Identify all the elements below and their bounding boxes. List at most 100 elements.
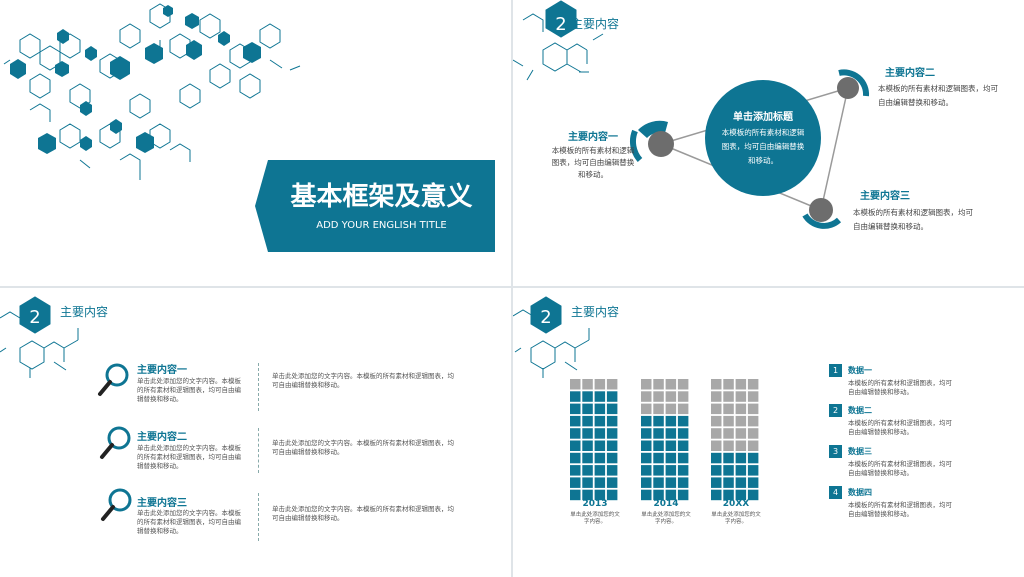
- waffle-cell-2013: [606, 452, 618, 464]
- waffle-cell-2014: [677, 379, 689, 390]
- waffle-cell-2014: [677, 403, 689, 415]
- title-banner-shape: [255, 160, 495, 252]
- row2-divider: [258, 428, 259, 473]
- waffle-cell-20XX: [747, 415, 759, 427]
- number-badge: 1: [829, 364, 842, 377]
- waffle-cell-20XX: [711, 440, 722, 451]
- waffle-cell-2014: [641, 428, 652, 439]
- waffle-cell-2013: [606, 440, 618, 451]
- waffle-cell-2014: [641, 379, 652, 390]
- slide-title-text: 基本框架及意义: [290, 182, 473, 212]
- waffle-cell-20XX: [711, 489, 722, 501]
- waffle-cell-20XX: [735, 415, 747, 427]
- waffle-cell-2013: [582, 465, 593, 476]
- waffle-cell-2013: [570, 415, 581, 427]
- slide-title[interactable]: 基本框架及意义 ADD YOUR ENGLISH TITLE: [0, 0, 511, 286]
- waffle-cell-2013: [594, 379, 606, 390]
- waffle-cell-2013: [570, 465, 581, 476]
- waffle-cell-20XX: [747, 403, 759, 415]
- waffle-cell-2013: [594, 428, 606, 439]
- section-title: 主要内容: [571, 17, 620, 31]
- waffle-cell-20XX: [711, 477, 722, 488]
- row2-text: 单击此处添加您的文字内容。本模板的所有素材和逻辑图表，均可自由编辑替换和移动。: [137, 444, 241, 470]
- triangle-connector-diagram: [629, 69, 870, 229]
- waffle-cell-2014: [653, 428, 664, 439]
- waffle-cell-20XX: [735, 440, 747, 451]
- waffle-cell-2014: [665, 489, 677, 501]
- waffle-cell-20XX: [723, 477, 734, 488]
- waffle-cell-2014: [665, 428, 677, 439]
- waffle-cell-20XX: [747, 477, 759, 488]
- waffle-cell-20XX: [723, 489, 734, 501]
- waffle-cell-2014: [641, 415, 652, 427]
- waffle-cell-2014: [653, 477, 664, 488]
- waffle-cell-2014: [641, 489, 652, 501]
- waffle-cell-2014: [665, 403, 677, 415]
- data-item-text: 本模板的所有素材和逻辑图表，均可自由编辑替换和移动。: [848, 460, 952, 477]
- waffle-cell-2014: [653, 379, 664, 390]
- center-circle-text: 本模板的所有素材和逻辑图表，均可自由编辑替换和移动。: [721, 128, 805, 165]
- waffle-cell-2014: [653, 391, 664, 402]
- waffle-cell-2013: [594, 391, 606, 402]
- waffle-cell-2013: [594, 415, 606, 427]
- row3-divider: [258, 493, 259, 541]
- waffle-cell-2013: [570, 489, 581, 501]
- waffle-cell-20XX: [723, 428, 734, 439]
- slide-main-content-list[interactable]: 2 主要内容 主要内容一 单击此处添加您的文字内容。本模板的所有素材和逻辑图表，…: [0, 288, 511, 577]
- waffle-cell-2014: [653, 403, 664, 415]
- waffle-cell-20XX: [723, 415, 734, 427]
- waffle-cell-2013: [582, 489, 593, 501]
- waffle-cell-20XX: [735, 465, 747, 476]
- waffle-cell-2013: [606, 428, 618, 439]
- data-item-title: 数据三: [848, 447, 872, 456]
- slide-data-chart[interactable]: 2 主要内容 2013 2014 20XX 单击此处添加您的文字内容。 单击此处…: [513, 288, 1024, 577]
- magnifier-icon: [101, 488, 132, 521]
- waffle-cell-2014: [665, 391, 677, 402]
- waffle-cell-2013: [570, 440, 581, 451]
- waffle-cell-2013: [594, 403, 606, 415]
- waffle-cell-20XX: [711, 465, 722, 476]
- number-badge: 3: [829, 445, 842, 458]
- waffle-cell-20XX: [747, 391, 759, 402]
- chart-category-label: 20XX: [722, 499, 750, 509]
- chart-caption: 单击此处添加您的文字内容。: [711, 512, 761, 525]
- waffle-cell-2013: [594, 440, 606, 451]
- chart-category-label: 2013: [582, 499, 608, 509]
- chart-caption: 单击此处添加您的文字内容。: [570, 512, 620, 525]
- waffle-cell-2014: [665, 477, 677, 488]
- waffle-cell-2014: [677, 477, 689, 488]
- data-item-title: 数据一: [848, 366, 872, 375]
- waffle-cell-20XX: [723, 403, 734, 415]
- waffle-cell-2013: [594, 489, 606, 501]
- waffle-cell-20XX: [711, 428, 722, 439]
- row2-side-text: 单击此处添加您的文字内容。本模板的所有素材和逻辑图表，均可自由编辑替换和移动。: [272, 439, 454, 456]
- waffle-cell-20XX: [735, 477, 747, 488]
- waffle-cell-20XX: [711, 415, 722, 427]
- waffle-cell-2014: [641, 440, 652, 451]
- waffle-cell-2013: [582, 415, 593, 427]
- waffle-cell-2014: [665, 440, 677, 451]
- row1-text: 单击此处添加您的文字内容。本模板的所有素材和逻辑图表，均可自由编辑替换和移动。: [137, 377, 241, 403]
- waffle-cell-2014: [665, 379, 677, 390]
- waffle-cell-2014: [641, 391, 652, 402]
- waffle-cell-2013: [570, 452, 581, 464]
- waffle-cell-2013: [570, 403, 581, 415]
- item2-text: 本模板的所有素材和逻辑图表，均可自由编辑替换和移动。: [878, 84, 998, 107]
- waffle-cell-2014: [665, 465, 677, 476]
- magnifier-icon: [100, 426, 131, 459]
- waffle-cell-2013: [582, 452, 593, 464]
- waffle-cell-20XX: [735, 379, 747, 390]
- waffle-cell-20XX: [711, 452, 722, 464]
- molecule-decoration-icon: [0, 296, 79, 378]
- slide-main-content-diagram[interactable]: 2 主要内容 单击添加标题 本模板的所有素材和逻辑图表，均可自由编辑替换和移动。…: [513, 0, 1024, 286]
- slide-subtitle-text: ADD YOUR ENGLISH TITLE: [316, 220, 447, 231]
- waffle-cell-2013: [606, 477, 618, 488]
- waffle-cell-2013: [582, 379, 593, 390]
- waffle-cell-2014: [665, 415, 677, 427]
- chart-caption: 单击此处添加您的文字内容。: [641, 512, 691, 525]
- waffle-cell-20XX: [735, 403, 747, 415]
- waffle-cell-2013: [582, 403, 593, 415]
- waffle-cell-2013: [606, 403, 618, 415]
- section-number-badge: 2: [555, 14, 567, 35]
- waffle-cell-2013: [570, 379, 581, 390]
